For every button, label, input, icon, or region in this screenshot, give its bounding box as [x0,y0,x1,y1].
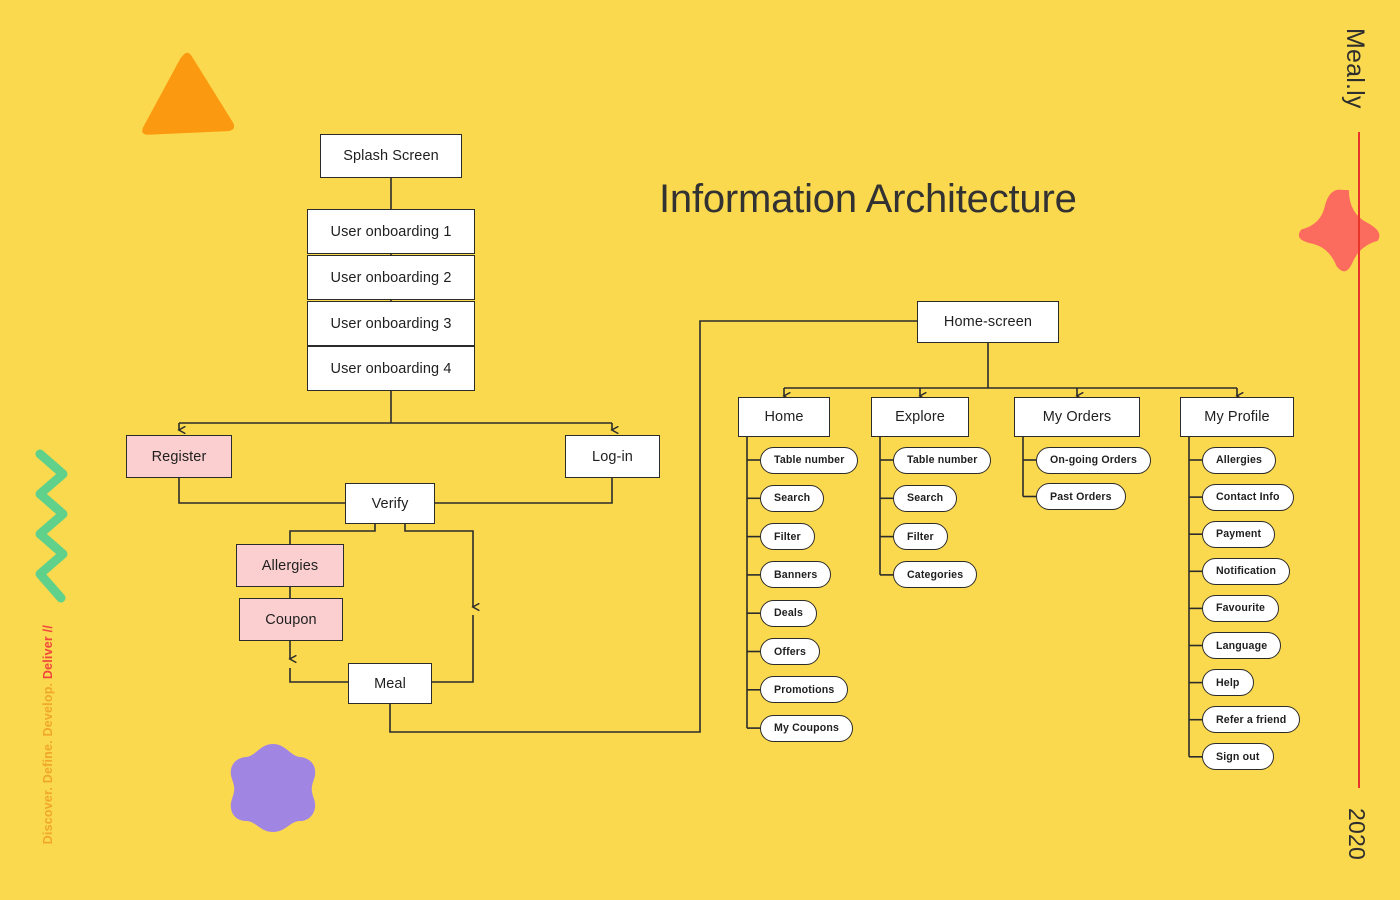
leaf-pill-explore-0[interactable]: Table number [893,446,992,474]
node-section-home[interactable]: Home [738,397,830,437]
node-label: Register [151,448,207,465]
node-coupon[interactable]: Coupon [239,598,343,641]
node-label: User onboarding 3 [330,315,452,332]
red-rule-top [1358,132,1360,277]
node-section-my-profile[interactable]: My Profile [1180,397,1294,437]
leaf-pill-home-0[interactable]: Table number [760,446,859,474]
leaf-pill-my-profile-2[interactable]: Payment [1202,520,1276,548]
leaf-pill-explore-3[interactable]: Categories [893,561,978,589]
leaf-pill-my-profile-3[interactable]: Notification [1202,557,1291,585]
node-label: Meal [374,675,406,692]
page-title: Information Architecture [659,177,1077,221]
leaf-pill-my-profile-8[interactable]: Sign out [1202,743,1274,771]
leaf-pill-label: Favourite [1216,602,1266,615]
leaf-pill-label: Search [907,492,944,505]
node-label: Splash Screen [343,148,439,164]
year-label: 2020 [1344,808,1370,860]
leaf-pill-label: Language [1216,639,1268,652]
triangle-icon [142,52,234,135]
tagline-normal: Discover. Define. Develop. [41,679,55,845]
node-label: Log-in [592,448,633,465]
node-label: User onboarding 4 [330,360,452,377]
leaf-pill-label: Promotions [774,683,835,696]
node-label: Explore [895,409,945,425]
leaf-pill-my-profile-6[interactable]: Help [1202,669,1254,697]
leaf-pill-label: Sign out [1216,750,1260,763]
leaf-pill-label: Payment [1216,528,1262,541]
node-user-onboarding-1[interactable]: User onboarding 1 [307,209,475,254]
brand-label: Meal.ly [1341,28,1369,109]
leaf-pill-label: Offers [774,645,807,658]
four-point-star-icon [1298,189,1380,272]
leaf-pill-label: My Coupons [774,722,840,735]
leaf-pill-label: Past Orders [1050,490,1112,503]
leaf-pill-home-5[interactable]: Offers [760,638,821,665]
leaf-pill-home-2[interactable]: Filter [760,523,815,551]
leaf-pill-label: Allergies [1216,454,1263,466]
node-splash-screen[interactable]: Splash Screen [320,134,462,178]
node-label: My Orders [1042,409,1112,425]
node-label: Home [764,409,804,425]
node-home-screen[interactable]: Home-screen [917,301,1059,343]
node-section-my-orders[interactable]: My Orders [1014,397,1140,437]
leaf-pill-my-profile-1[interactable]: Contact Info [1202,483,1294,511]
leaf-pill-label: Filter [774,530,801,543]
leaf-pill-my-profile-7[interactable]: Refer a friend [1202,706,1301,734]
leaf-pill-explore-2[interactable]: Filter [893,523,948,551]
leaf-pill-explore-1[interactable]: Search [893,484,958,512]
leaf-pill-my-profile-4[interactable]: Favourite [1202,594,1280,622]
node-log-in[interactable]: Log-in [565,435,660,478]
leaf-pill-label: Search [774,492,811,505]
zigzag-squiggle-icon [35,449,68,603]
node-label: User onboarding 2 [330,269,452,286]
node-label: Home-screen [943,314,1033,330]
leaf-pill-label: Contact Info [1216,491,1280,504]
tagline-highlight: Deliver // [41,625,55,680]
leaf-pill-home-4[interactable]: Deals [760,599,818,627]
node-label: User onboarding 1 [330,223,452,240]
node-label: Allergies [261,557,319,574]
leaf-pill-home-3[interactable]: Banners [760,561,832,589]
leaf-pill-label: Table number [907,454,978,466]
leaf-pill-home-6[interactable]: Promotions [760,676,849,704]
leaf-pill-label: Table number [774,454,845,466]
node-user-onboarding-3[interactable]: User onboarding 3 [307,301,475,346]
node-label: Verify [371,495,409,512]
leaf-pill-my-profile-0[interactable]: Allergies [1202,446,1277,474]
node-user-onboarding-4[interactable]: User onboarding 4 [307,346,475,391]
leaf-pill-home-7[interactable]: My Coupons [760,714,854,742]
node-section-explore[interactable]: Explore [871,397,969,437]
node-allergies[interactable]: Allergies [236,544,344,587]
node-label: My Profile [1204,409,1270,425]
leaf-pill-label: Filter [907,530,934,543]
node-user-onboarding-2[interactable]: User onboarding 2 [307,255,475,300]
red-rule-bottom [1358,258,1360,788]
leaf-pill-my-orders-0[interactable]: On-going Orders [1036,446,1151,474]
leaf-pill-label: Help [1216,676,1240,689]
leaf-pill-my-orders-1[interactable]: Past Orders [1036,483,1126,510]
leaf-pill-label: Notification [1216,565,1277,578]
leaf-pill-label: Deals [774,607,804,620]
node-register[interactable]: Register [126,435,232,478]
tagline-label: Discover. Define. Develop. Deliver // [41,625,55,844]
flower-blob-icon [230,744,316,832]
node-verify[interactable]: Verify [345,483,435,524]
node-meal[interactable]: Meal [348,663,432,704]
leaf-pill-my-profile-5[interactable]: Language [1202,632,1282,659]
leaf-pill-label: Categories [907,568,964,581]
leaf-pill-label: Refer a friend [1216,713,1287,726]
leaf-pill-label: On-going Orders [1050,454,1137,466]
leaf-pill-home-1[interactable]: Search [760,484,825,512]
leaf-pill-label: Banners [774,568,818,581]
node-label: Coupon [265,611,317,628]
